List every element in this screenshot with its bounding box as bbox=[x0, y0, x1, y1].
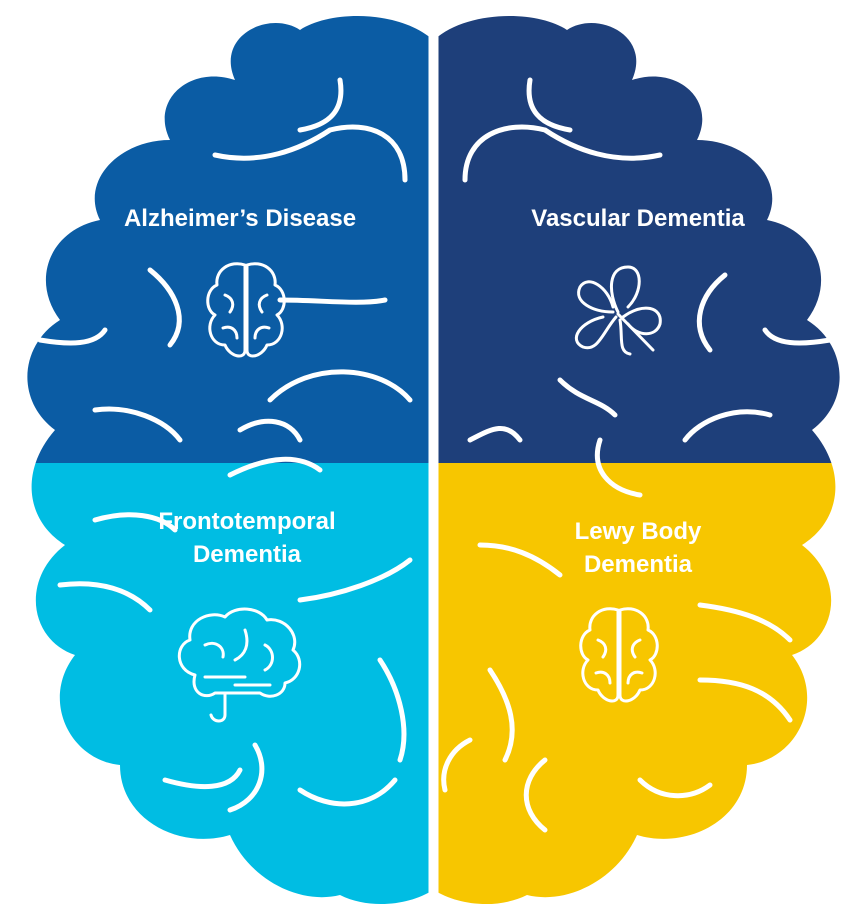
label-line: Alzheimer’s Disease bbox=[70, 202, 410, 235]
label-line: Frontotemporal bbox=[62, 505, 432, 538]
label-line: Vascular Dementia bbox=[468, 202, 808, 235]
label-line: Dementia bbox=[468, 548, 808, 581]
label-alzheimers-disease: Alzheimer’s Disease bbox=[70, 202, 410, 235]
label-line: Dementia bbox=[62, 538, 432, 571]
label-lewy-body-dementia: Lewy Body Dementia bbox=[468, 515, 808, 581]
label-frontotemporal-dementia: Frontotemporal Dementia bbox=[62, 505, 432, 571]
label-vascular-dementia: Vascular Dementia bbox=[468, 202, 808, 235]
label-line: Lewy Body bbox=[468, 515, 808, 548]
